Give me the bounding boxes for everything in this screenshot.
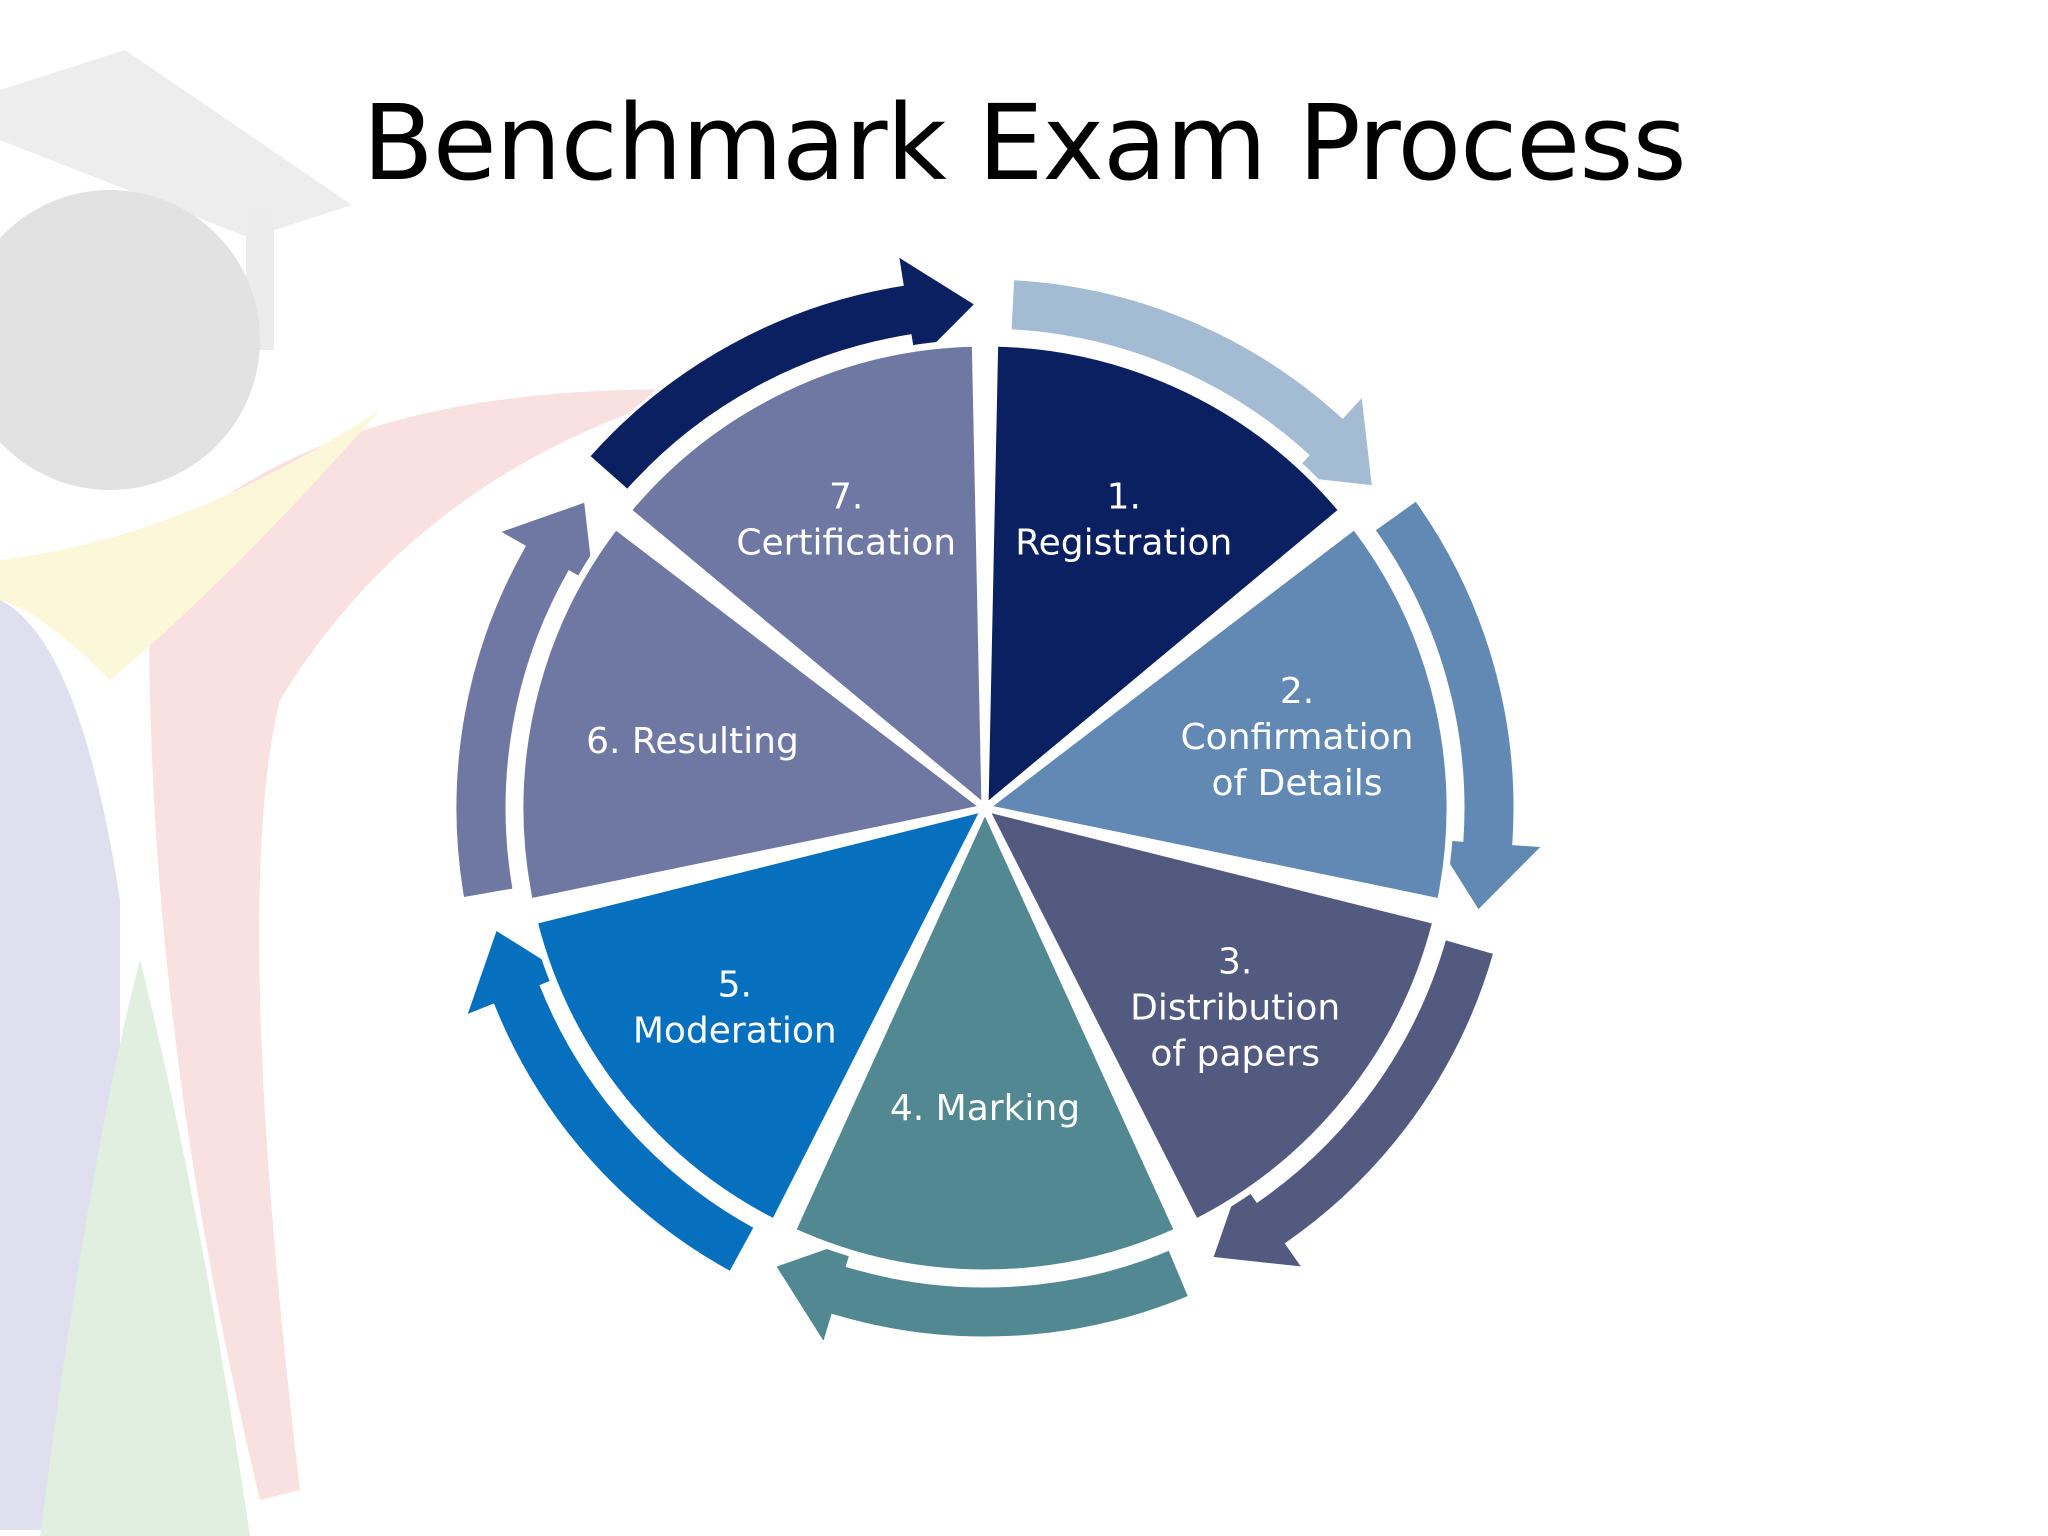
cycle-labels: 1. Registration 2. Confirmation of Details 3.… xyxy=(586,477,1413,1129)
red-arm-shape xyxy=(149,389,700,1501)
mortarboard-cap-shape xyxy=(0,50,352,238)
yellow-arm-shape xyxy=(0,410,380,680)
label-registration-line: Registration xyxy=(1015,523,1232,564)
arrow-marking xyxy=(772,1234,1192,1348)
arrow-registration xyxy=(1008,277,1376,489)
cycle-arrows xyxy=(453,251,1548,1348)
slide-title: Benchmark Exam Process xyxy=(362,82,1686,204)
label-registration-line: 1. xyxy=(1107,477,1141,518)
segment-resulting xyxy=(516,522,989,906)
arrow-moderation xyxy=(462,926,758,1275)
label-confirmation-line: of Details xyxy=(1212,763,1383,804)
label-confirmation-line: 2. xyxy=(1280,671,1314,712)
label-distribution-line: Distribution xyxy=(1130,988,1340,1029)
segment-distribution xyxy=(981,804,1440,1227)
label-resulting-line: 6. Resulting xyxy=(586,721,799,762)
arrow-resulting xyxy=(453,498,598,901)
label-certification-line: 7. xyxy=(829,477,863,518)
label-moderation-line: 5. xyxy=(718,965,752,1006)
segment-registration xyxy=(981,339,1346,812)
label-distribution-line: of papers xyxy=(1150,1034,1320,1075)
arrow-distribution xyxy=(1209,936,1497,1271)
label-distribution-line: 3. xyxy=(1218,942,1252,983)
segment-confirmation xyxy=(981,522,1454,906)
label-resulting: 6. Resulting xyxy=(586,721,799,762)
arrow-certification xyxy=(586,251,979,493)
green-body-shape xyxy=(40,960,250,1536)
head-shape xyxy=(0,190,260,490)
segment-marking xyxy=(788,804,1182,1277)
segment-certification xyxy=(624,339,989,812)
label-marking-line: 4. Marking xyxy=(890,1088,1080,1129)
arrow-confirmation xyxy=(1371,497,1548,914)
cycle-segments xyxy=(516,339,1454,1277)
label-confirmation: 2. Confirmation of Details xyxy=(1181,671,1414,804)
label-certification: 7. Certification xyxy=(736,477,956,564)
label-certification-line: Certification xyxy=(736,523,956,564)
segment-moderation xyxy=(530,804,989,1227)
label-moderation-line: Moderation xyxy=(633,1011,837,1052)
label-confirmation-line: Confirmation xyxy=(1181,717,1414,758)
label-registration: 1. Registration xyxy=(1015,477,1232,564)
label-moderation: 5. Moderation xyxy=(633,965,837,1052)
label-marking: 4. Marking xyxy=(890,1088,1080,1129)
label-distribution: 3. Distribution of papers xyxy=(1130,942,1340,1075)
